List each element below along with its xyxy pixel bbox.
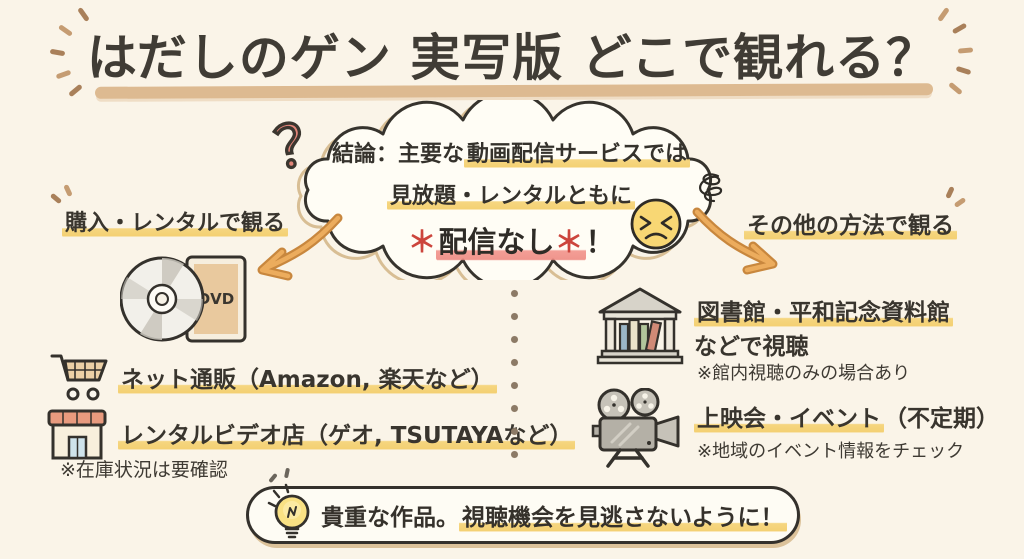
- exclamation: ！: [585, 225, 615, 259]
- conclusion-line2: 見放題・レンタルともに: [330, 178, 692, 211]
- footer-banner: 貴重な作品。視聴機会を見逃さないように！: [246, 486, 800, 544]
- right-branch-heading: その他の方法で観る: [744, 206, 957, 241]
- conclusion-line2-highlight: 見放題・レンタルともに: [386, 184, 635, 211]
- right-branch-heading-label: その他の方法で観る: [744, 213, 957, 241]
- library-line2: などで視聴: [694, 334, 809, 360]
- left-branch-heading-label: 購入・レンタルで観る: [62, 211, 289, 238]
- asterisk-right: ＊: [554, 225, 584, 259]
- deco-dash: [49, 192, 63, 205]
- deco-dash: [63, 184, 73, 197]
- conclusion-text: 結論：主要な動画配信サービスでは 見放題・レンタルともに ＊配信なし＊！: [330, 136, 692, 261]
- dvd-disc-and-case-icon: DVD: [120, 255, 247, 343]
- footer-message: 貴重な作品。視聴機会を見逃さないように！: [321, 498, 787, 533]
- page-title: はだしのゲン 実写版 どこで観れる？: [86, 29, 938, 87]
- irritation-scribble-icon: [699, 173, 723, 203]
- lightbulb-icon: [267, 483, 310, 539]
- screening-label-paren: （不定期）: [884, 406, 999, 432]
- no-streaming-text: 配信なし: [438, 225, 555, 259]
- deco-dash: [284, 467, 290, 479]
- shopping-cart-icon: [50, 354, 108, 401]
- left-note: ※在庫状況は要確認: [60, 459, 228, 481]
- conclusion-line1: 結論：主要な動画配信サービスでは: [330, 136, 692, 169]
- asterisk-left: ＊: [407, 225, 437, 259]
- list-item-online-shop: ネット通販（Amazon, 楽天など）: [118, 360, 497, 395]
- dotted-divider: [510, 289, 519, 459]
- online-shop-label: ネット通販（Amazon, 楽天など）: [118, 367, 497, 395]
- arrow-left-icon: [257, 213, 343, 281]
- deco-dash: [945, 186, 955, 199]
- conclusion-line3: ＊配信なし＊！: [330, 219, 692, 261]
- film-projector-icon: [591, 388, 680, 468]
- screening-label: 上映会・イベント: [694, 406, 884, 434]
- footer-plain: 貴重な作品。: [321, 505, 459, 531]
- angry-face-emoji-icon: [630, 198, 682, 250]
- storefront-icon: [47, 409, 107, 460]
- library-line1: 図書館・平和記念資料館: [694, 293, 953, 328]
- library-note: ※館内視聴のみの場合あり: [697, 363, 911, 384]
- left-branch-heading: 購入・レンタルで観る: [62, 205, 289, 238]
- screening-line1: 上映会・イベント（不定期）: [694, 399, 999, 434]
- conclusion-line1-plain: 結論：主要な: [331, 142, 464, 167]
- list-item-rental-shop: レンタルビデオ店（ゲオ, TSUTAYAなど）: [118, 416, 576, 451]
- footer-highlight: 視聴機会を見逃さないように！: [459, 505, 787, 533]
- library-label: 図書館・平和記念資料館: [694, 300, 953, 328]
- screening-note: ※地域のイベント情報をチェック: [697, 441, 965, 462]
- arrow-right-icon: [692, 207, 778, 275]
- rental-shop-label: レンタルビデオ店（ゲオ, TSUTAYAなど）: [118, 423, 576, 451]
- library-building-icon: [596, 287, 684, 365]
- conclusion-line1-highlight: 動画配信サービスでは: [464, 142, 691, 169]
- dvd-label: DVD: [198, 290, 235, 308]
